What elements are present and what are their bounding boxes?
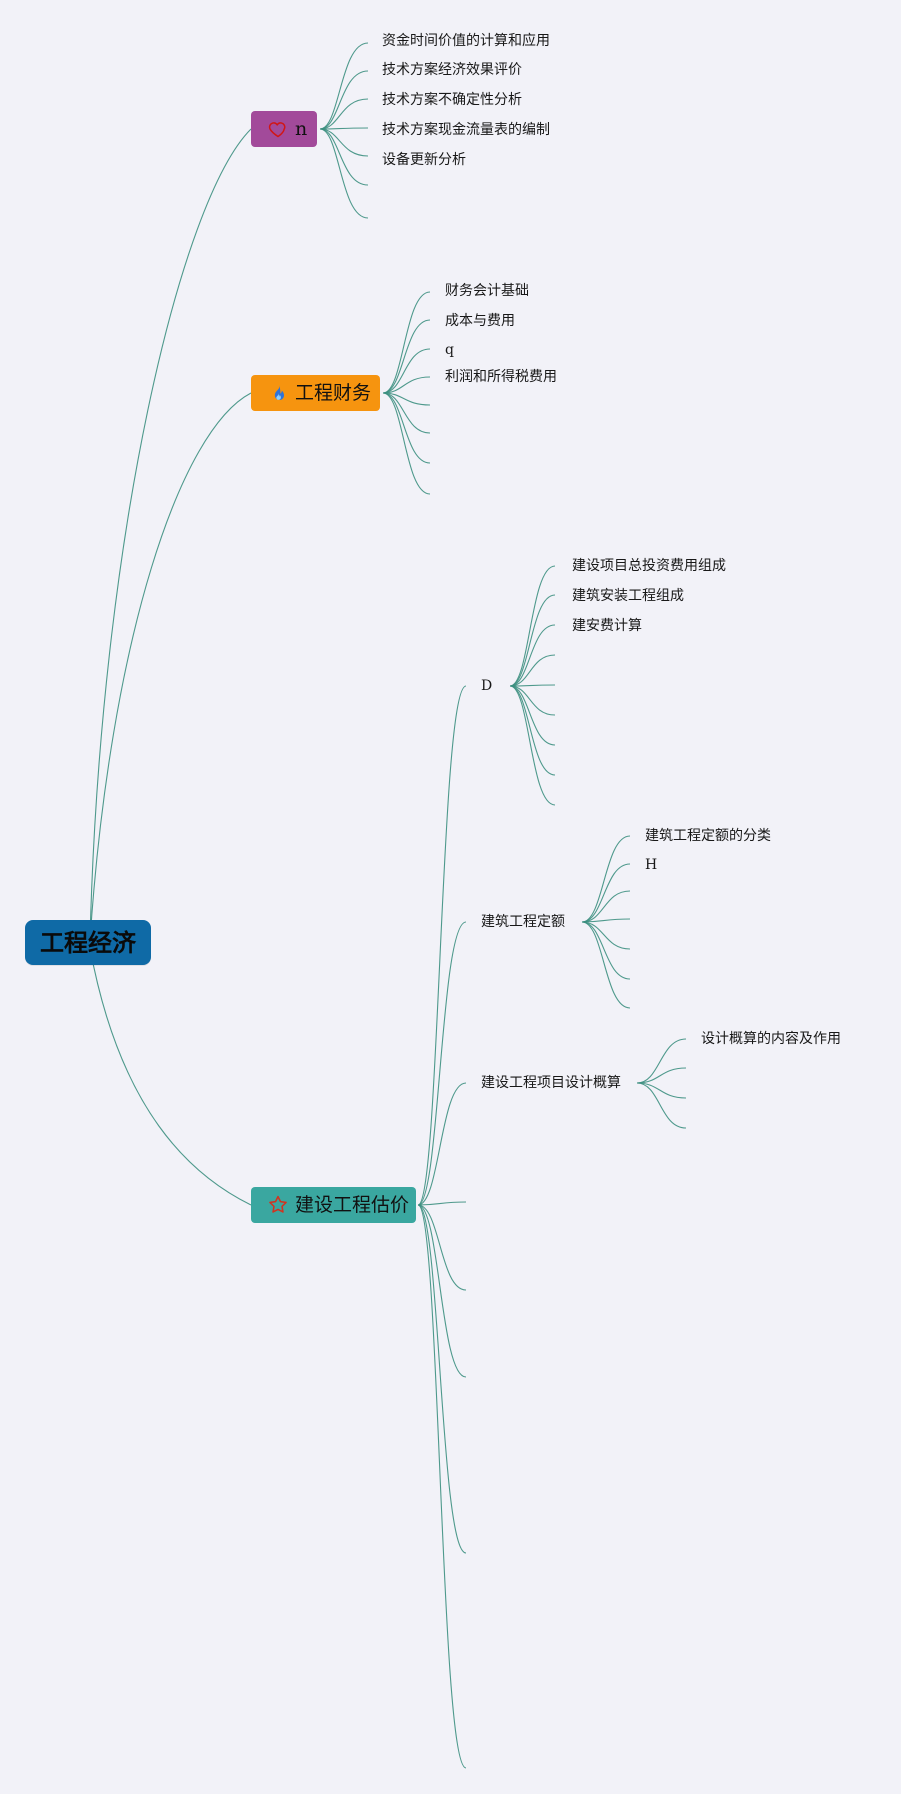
connector-b2-c8 [382,392,431,495]
leaf-h[interactable]: H [645,857,658,873]
connector-b3-c1 [417,685,467,1206]
leaf-financial-accounting[interactable]: 财务会计基础 [445,283,529,299]
connector-d-c8 [509,685,556,776]
connector-d-c2 [509,594,556,687]
leaf-cost-expense[interactable]: 成本与费用 [445,313,515,329]
flame-icon [267,382,289,404]
subnode-design-estimate[interactable]: 建设工程项目设计概算 [481,1075,621,1091]
connector-d-c4 [509,654,556,687]
connector-design-c2 [636,1067,687,1084]
connector-b1-c4 [319,127,369,130]
leaf-uncertainty-analysis[interactable]: 技术方案不确定性分析 [382,92,522,108]
connector-b3-c5 [417,1204,467,1291]
leaf-equipment-update[interactable]: 设备更新分析 [382,152,466,168]
connector-d-c9 [509,685,556,806]
connector-b3-c3 [417,1082,467,1206]
connector-root-branch-1 [89,128,252,941]
branch-label: n [295,117,308,140]
connector-b2-c7 [382,392,431,464]
connector-d-c7 [509,685,556,746]
leaf-total-investment[interactable]: 建设项目总投资费用组成 [572,558,726,574]
connector-design-c4 [636,1082,687,1129]
leaf-installation-composition[interactable]: 建筑安装工程组成 [572,588,684,604]
root-label: 工程经济 [40,928,136,957]
root-node[interactable]: 工程经济 [25,920,151,965]
leaf-quota-classification[interactable]: 建筑工程定额的分类 [645,828,771,844]
connector-quota-c5 [581,921,631,950]
connector-b1-c3 [319,98,369,130]
connector-b3-c4 [417,1201,467,1206]
connector-d-c1 [509,565,556,687]
branch-label: 建设工程估价 [295,1193,410,1216]
leaf-capital-time-value[interactable]: 资金时间价值的计算和应用 [382,33,550,49]
connector-root-branch-2 [89,392,252,941]
connector-b2-c4 [382,376,431,394]
subnode-d[interactable]: D [481,678,493,694]
connector-quota-c3 [581,890,631,923]
connector-quota-c7 [581,921,631,1009]
connector-b3-c6 [417,1204,467,1378]
connector-d-c5 [509,684,556,687]
branch-label: 工程财务 [295,381,372,404]
connector-design-c3 [636,1082,687,1099]
connector-b1-c5 [319,128,369,157]
connector-quota-c2 [581,863,631,923]
connector-b3-c8 [417,1204,467,1769]
connector-b2-c6 [382,392,431,434]
connector-b3-c2 [417,921,467,1206]
leaf-q[interactable]: q [445,342,454,358]
branch-node-construction-estimate[interactable]: 建设工程估价 [251,1187,416,1223]
star-icon [267,1194,289,1216]
connector-b2-c5 [382,392,431,406]
subnode-building-quota[interactable]: 建筑工程定额 [481,914,565,930]
connector-b2-c1 [382,291,431,394]
leaf-profit-tax[interactable]: 利润和所得税费用 [445,369,557,385]
connector-d-c3 [509,624,556,687]
leaf-economic-effect-evaluation[interactable]: 技术方案经济效果评价 [382,62,522,78]
connector-quota-c6 [581,921,631,980]
connector-quota-c4 [581,918,631,923]
connector-design-c1 [636,1038,687,1084]
leaf-installation-cost-calc[interactable]: 建安费计算 [572,618,642,634]
connector-quota-c1 [581,835,631,923]
branch-node-n[interactable]: n [251,111,317,147]
heart-icon [267,118,289,140]
leaf-design-estimate-content[interactable]: 设计概算的内容及作用 [701,1031,841,1047]
connector-b2-c2 [382,319,431,394]
connector-b1-c2 [319,70,369,130]
connector-root-branch-3 [89,947,252,1206]
connector-d-c6 [509,685,556,716]
branch-node-engineering-finance[interactable]: 工程财务 [251,375,380,411]
leaf-cashflow-table[interactable]: 技术方案现金流量表的编制 [382,122,550,138]
connector-b1-c1 [319,42,369,130]
connector-b3-c7 [417,1204,467,1554]
connector-b1-c6 [319,128,369,186]
connector-b2-c3 [382,348,431,394]
connector-b1-c7 [319,128,369,219]
